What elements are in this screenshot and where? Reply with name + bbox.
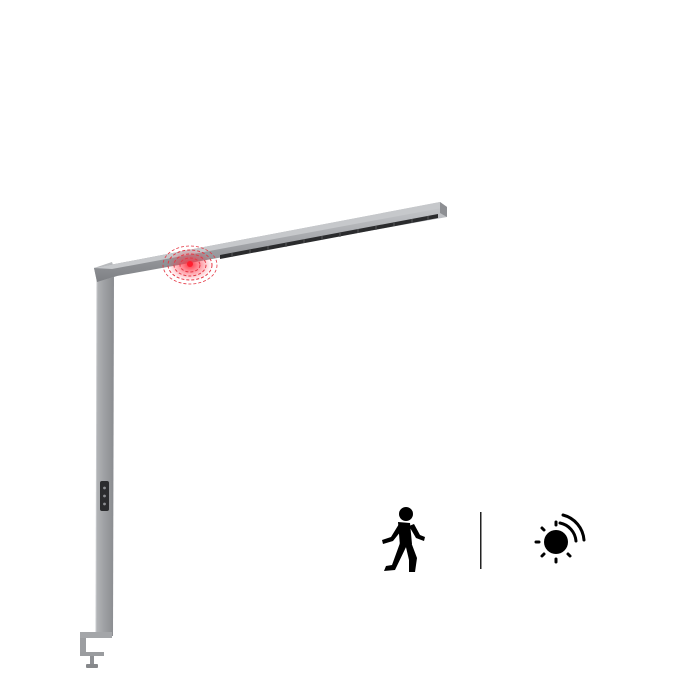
control-button bbox=[103, 502, 106, 506]
control-button bbox=[103, 486, 106, 490]
walking-person-icon bbox=[382, 507, 425, 572]
divider bbox=[480, 512, 482, 569]
lamp-pole bbox=[96, 268, 114, 636]
sun-sensor-icon bbox=[534, 513, 586, 564]
control-button bbox=[103, 494, 106, 498]
control-panel bbox=[100, 481, 109, 511]
led-strip bbox=[220, 214, 438, 259]
desk-clamp bbox=[80, 632, 112, 668]
desk-lamp bbox=[80, 202, 447, 668]
sensor-indicator bbox=[162, 245, 218, 285]
